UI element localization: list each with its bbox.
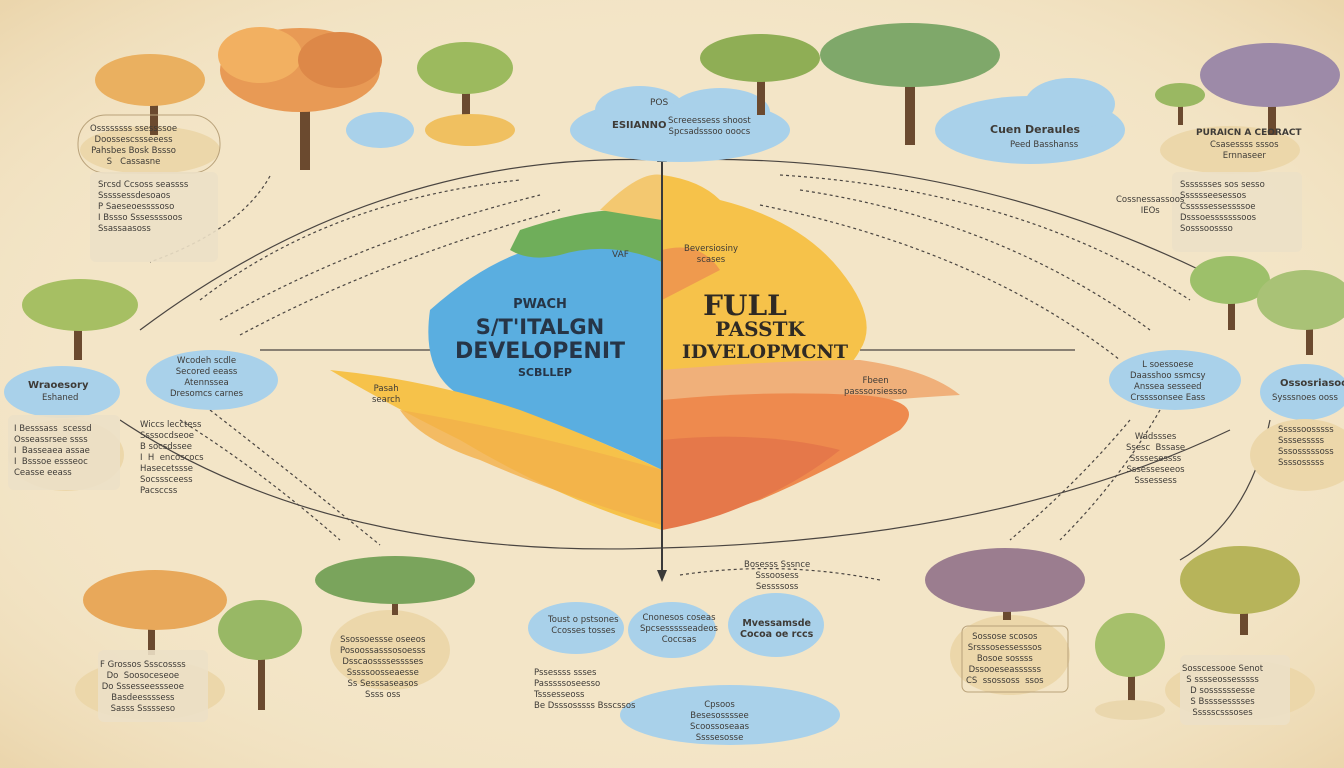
dashed-line-11	[1059, 409, 1161, 541]
tree-right-mid	[1190, 256, 1344, 355]
orange-band-3	[662, 436, 840, 530]
note-bottom-center-c: Mvessamsde Cocoa oe rccs	[740, 618, 814, 640]
top-cloud-label: ESIIANNO	[612, 120, 667, 131]
note-far-right-mid: Sssssoosssss Ssssesssss Sssosssssoss Sss…	[1278, 425, 1334, 468]
center-right-top-note: Beversiosiny scases	[684, 244, 739, 265]
note-bottom-right: Sosscessooe Senot S sssseossesssss D sos…	[1182, 664, 1264, 718]
far-top-right-label: PURAICN A CEORACT	[1196, 128, 1302, 138]
left-yellow-layer-2	[400, 410, 662, 525]
clouds	[4, 78, 1344, 745]
note-bottom-left: F Grossos Ssscossss Do Soosoceseoe Do Ss…	[100, 660, 186, 714]
dashed-line-3	[219, 194, 541, 321]
bottom-right-box-frame	[961, 625, 1069, 693]
left-subtitle: SCBLLEP	[518, 366, 572, 379]
note-left-mid: I Besssass scessd Osseassrsee ssss I Bas…	[14, 424, 92, 478]
note-lower-bottom-center-labels: Bosesss Sssnce Sssoosess Sessssoss	[744, 560, 811, 592]
note-bottom-center-low: Pssessss ssses Passsssoseesso Tsssesseos…	[534, 668, 636, 711]
left-title-line1: S/T'ITALGN	[476, 315, 605, 339]
left-mid-cloud	[146, 350, 278, 410]
right-label-cloud	[1260, 364, 1344, 420]
note-backdrops	[8, 172, 1302, 725]
center-left-low-note: Pasah search	[372, 384, 401, 405]
dashed-line-1	[149, 175, 271, 263]
dashed-line-5	[799, 189, 1151, 331]
yellow-mass	[662, 175, 867, 410]
right-title-line2: PASSTK	[715, 317, 805, 341]
dashed-line-6	[779, 174, 1191, 301]
note-right-mid: Wadssses Ssesc Bssase Ssssesessss Sssess…	[1126, 432, 1186, 486]
right-title-line1: FULL	[703, 289, 787, 322]
left-mid-cloud-text: Wcodeh scdle Secored eeass Atennssea Dre…	[170, 356, 244, 399]
left-side-label: Wraoesory	[28, 380, 89, 391]
tree-top-left	[95, 27, 515, 170]
bottom-cloud-b	[628, 602, 716, 658]
left-side-sub: Eshaned	[42, 393, 79, 403]
dashed-line-10	[1009, 419, 1131, 541]
note-upper-left: Srcsd Ccsoss seassss Sssssessdesoaos P S…	[98, 180, 189, 234]
center-left-side-note: VAF	[612, 250, 629, 260]
top-right-cloud-label: Cuen Deraules	[990, 123, 1081, 136]
orange-accent	[662, 247, 720, 300]
bottom-lake	[620, 685, 840, 745]
tree-top-right	[700, 23, 1340, 145]
note-bottom-center-a: Toust o pstsones Ccosses tosses	[548, 615, 619, 636]
left-small-top: PWACH	[513, 297, 567, 312]
right-side-label: Ossosriasoo	[1280, 378, 1344, 389]
trees	[22, 23, 1344, 720]
note-bottom-mid-left: Ssossoessse oseeos Posoossasssosoesss Ds…	[340, 635, 426, 700]
right-mid-cloud	[1109, 350, 1241, 410]
blue-mass	[428, 242, 662, 470]
top-cloud-sub: Screeessess shoost Spcsadsssoo ooocs	[668, 116, 751, 137]
top-right-cloud-sub: Peed Basshanss	[1010, 140, 1079, 150]
tree-bottom-left	[83, 556, 475, 710]
left-peak	[600, 174, 662, 220]
right-title-line3: IDVELOPMCNT	[682, 341, 848, 363]
note-right-upper: Ssssssses sos sesso Sssssseesessos Cssss…	[1180, 180, 1265, 234]
right-mid-cloud-text: L soessoese Daasshoo ssmcsy Anssea sesse…	[1130, 360, 1206, 403]
center-right-low-note: Fbeen passsorsiessso	[844, 376, 908, 397]
right-side-sub: Sysssnoes ooss	[1272, 393, 1338, 403]
lower-arc	[119, 419, 1231, 550]
top-cloud-year: POS	[650, 98, 669, 108]
central-landscape	[330, 174, 960, 530]
bottom-cloud-a	[528, 602, 624, 654]
note-bottom-center-bottom: Cpsoos Besesossssee Scoossoseaas Sssseso…	[690, 700, 750, 743]
note-bottom-center-b: Cnonesos coseas Spcsessssseadeos Coccsas	[640, 613, 718, 645]
tree-left-mid	[22, 279, 138, 360]
note-left-center-block: Wiccs lecctess Ssssocdseoe B socsdssee I…	[140, 420, 204, 496]
note-bottom-right-box: Sossose scosos Srsssosessesssos Bosoe so…	[966, 632, 1044, 686]
dashed-line-8	[179, 419, 341, 541]
tree-bottom-right	[925, 546, 1300, 720]
left-label-cloud	[4, 366, 120, 418]
dashed-line-12	[679, 568, 881, 581]
axis-arrow-bottom	[657, 570, 667, 582]
green-hill	[510, 208, 662, 262]
note-top-left-oval: Ossssssss ssessssoe Doossescssseeess Pah…	[90, 124, 178, 167]
dashed-line-2	[199, 179, 521, 301]
dashed-line-4	[239, 209, 561, 336]
left-title-line2: DEVELOPENIT	[455, 339, 625, 364]
bottom-cloud-c	[728, 593, 824, 657]
far-top-right-sub: Csasessss sssos Ernnaseer	[1210, 140, 1279, 161]
note-top-right-small: Cossnessassoos IEOs	[1116, 195, 1185, 216]
